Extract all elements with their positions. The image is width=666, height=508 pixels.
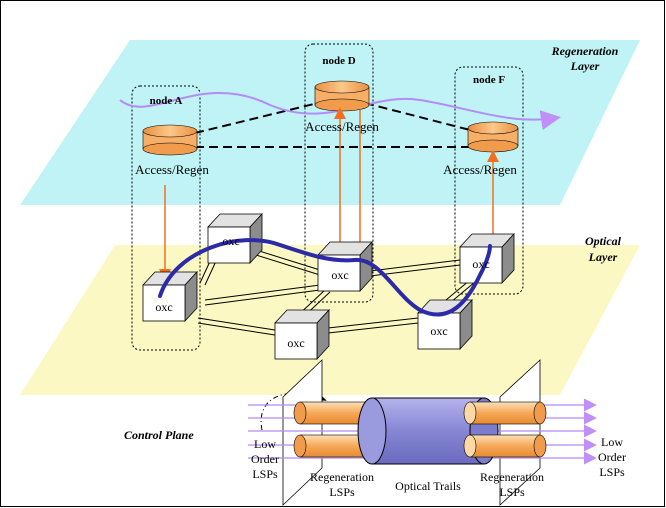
regeneration-layer-label-1: Regeneration xyxy=(551,44,619,58)
oxc-label: oxc xyxy=(155,300,173,314)
node-d-box xyxy=(304,43,374,303)
oxc-label: oxc xyxy=(287,336,305,350)
control-plane-label: Control Plane xyxy=(124,428,194,442)
regeneration-plane xyxy=(20,40,640,205)
node-f-box xyxy=(454,66,524,295)
node-f-label: node F xyxy=(472,74,506,86)
access-regen-f-label: Access/Regen xyxy=(443,162,517,177)
regen-lsps-left-1: Regeneration xyxy=(310,470,374,484)
node-d-label: node D xyxy=(322,55,356,67)
regen-lsps-right-1: Regeneration xyxy=(480,470,544,484)
access-regen-d-label: Access/Regen xyxy=(305,119,379,134)
low-order-right-2: Order xyxy=(598,450,626,464)
oxc-label: oxc xyxy=(430,324,448,338)
regen-lsps-right-2: LSPs xyxy=(499,485,525,499)
oxc-label: oxc xyxy=(222,234,240,248)
access-regen-a-label: Access/Regen xyxy=(135,162,209,177)
oxc-label: oxc xyxy=(472,257,490,271)
control-plane-arrow xyxy=(260,392,327,431)
low-order-right-1: Low xyxy=(601,435,623,449)
low-order-right-3: LSPs xyxy=(599,465,625,479)
low-order-left-2: Order xyxy=(251,452,279,466)
oxc-cubes xyxy=(142,212,515,361)
low-order-left-3: LSPs xyxy=(252,467,278,481)
right-plane xyxy=(499,359,541,506)
regen-lsps-left-2: LSPs xyxy=(329,485,355,499)
regen-links xyxy=(194,102,471,148)
optical-trails-label: Optical Trails xyxy=(395,479,461,493)
optical-layer-label-1: Optical xyxy=(585,234,621,248)
right-regen-tubes xyxy=(463,401,547,458)
regen-oxc-arrows xyxy=(159,107,499,281)
access-regen-f xyxy=(467,121,519,153)
access-regen-a xyxy=(142,124,198,156)
node-a-box xyxy=(131,85,201,351)
left-regen-tubes xyxy=(293,401,371,458)
oxc-label: oxc xyxy=(331,268,349,282)
access-regen-d xyxy=(314,80,370,112)
low-order-left-1: Low xyxy=(254,437,276,451)
node-a-label: node A xyxy=(149,95,183,107)
optical-layer-label-2: Layer xyxy=(588,250,618,264)
optical-trail-path xyxy=(158,238,492,317)
regeneration-layer-label-2: Layer xyxy=(570,59,600,73)
left-plane xyxy=(282,359,323,506)
